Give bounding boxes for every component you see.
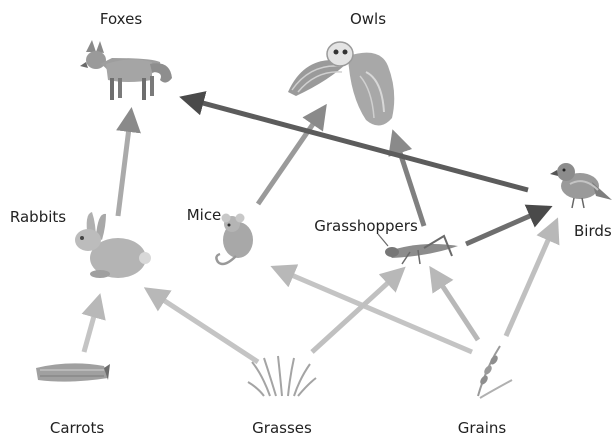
label-rabbits: Rabbits — [10, 208, 66, 226]
arrow-grasshoppers-to-owls — [394, 134, 424, 226]
label-carrots: Carrots — [50, 419, 104, 436]
arrow-grasses-to-rabbits — [148, 290, 258, 362]
arrow-carrots-to-rabbits — [84, 298, 99, 352]
mouse-illustration — [216, 214, 253, 265]
label-mice: Mice — [187, 206, 222, 224]
rabbit-illustration — [75, 212, 151, 278]
bird-illustration — [550, 163, 612, 208]
arrow-rabbits-to-foxes — [118, 112, 131, 216]
arrow-grains-to-mice — [275, 268, 472, 352]
arrow-grasses-to-grasshoppers — [312, 270, 402, 352]
label-grains: Grains — [458, 419, 507, 436]
grasshopper-illustration — [378, 234, 458, 264]
arrow-grasshoppers-to-birds — [466, 208, 548, 244]
label-grasses: Grasses — [252, 419, 312, 436]
arrow-grains-to-birds — [506, 222, 556, 336]
label-owls: Owls — [350, 10, 386, 28]
owl-illustration — [288, 42, 394, 126]
label-foxes: Foxes — [100, 10, 142, 28]
grasses-illustration — [248, 356, 316, 396]
carrots-illustration — [36, 363, 110, 381]
fox-illustration — [80, 40, 172, 100]
grains-illustration — [478, 346, 512, 398]
label-birds: Birds — [574, 222, 612, 240]
arrow-grains-to-grasshoppers — [432, 270, 478, 340]
label-grasshoppers: Grasshoppers — [314, 217, 418, 235]
arrow-birds-to-foxes — [184, 98, 528, 190]
